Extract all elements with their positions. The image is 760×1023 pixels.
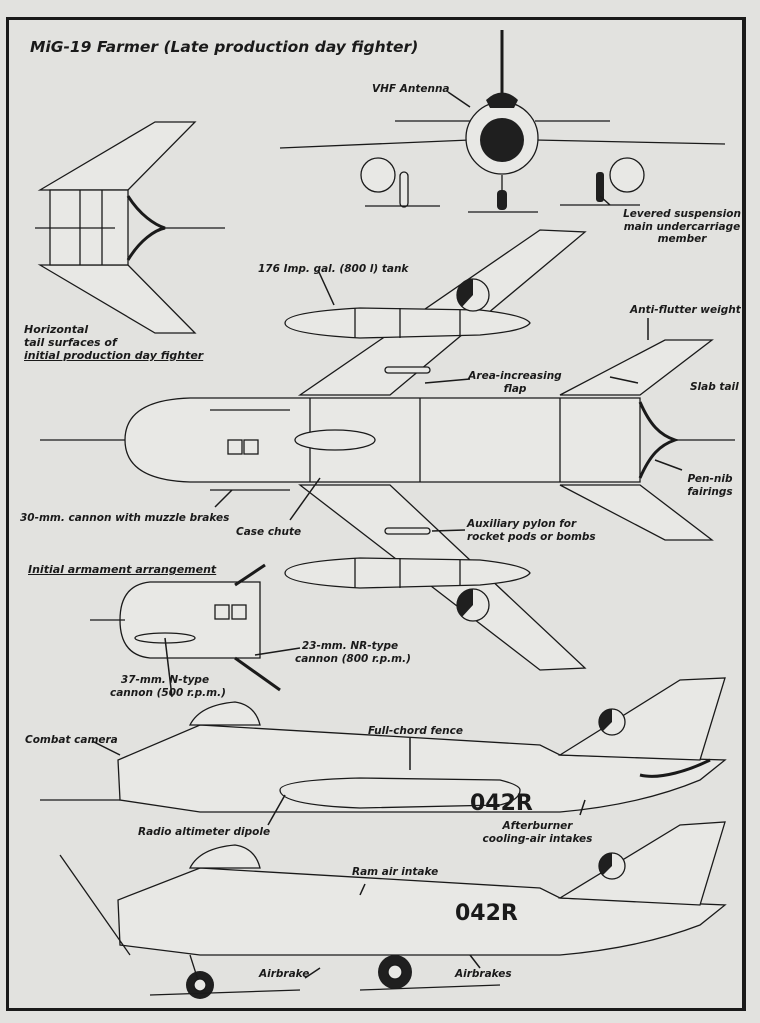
label-line: cooling-air intakes: [482, 832, 593, 845]
label-afterburner-intakes: Afterburner cooling-air intakes: [480, 820, 595, 845]
label-slab-tail: Slab tail: [690, 381, 739, 393]
drawing-title: MiG-19 Farmer (Late production day fight…: [30, 38, 419, 56]
serial-number-upper: 042R: [470, 791, 533, 816]
label-line: main undercarriage: [623, 220, 741, 233]
label-line: Area-increasing: [468, 370, 562, 382]
label-case-chute: Case chute: [236, 526, 302, 538]
label-line: Pen-nib: [687, 473, 733, 485]
label-line: Auxiliary pylon for: [467, 518, 577, 530]
label-anti-flutter-weight: Anti-flutter weight: [630, 304, 741, 316]
label-drop-tank: 176 Imp. gal. (800 l) tank: [258, 263, 409, 275]
label-23mm-cannon: 23-mm. NR-type cannon (800 r.p.m.): [295, 640, 411, 665]
tail-surfaces-drawing: [35, 121, 225, 334]
label-vhf-antenna: VHF Antenna: [372, 83, 450, 95]
leader-lines: [91, 91, 683, 979]
label-line: 23-mm. NR-type: [301, 640, 399, 652]
label-combat-camera: Combat camera: [25, 734, 118, 746]
label-pen-nib-fairings: Pen-nib fairings: [680, 473, 740, 498]
section-initial-armament: Initial armament arrangement: [28, 563, 217, 576]
label-levered-suspension: Levered suspension main undercarriage me…: [622, 208, 742, 246]
label-line: flap: [503, 382, 527, 395]
label-area-increasing-flap: Area-increasing flap: [465, 370, 565, 395]
serial-number-lower: 042R: [455, 901, 518, 926]
label-radio-altimeter-dipole: Radio altimeter dipole: [138, 826, 271, 838]
label-auxiliary-pylon: Auxiliary pylon for rocket pods or bombs: [467, 518, 596, 543]
section-line: initial production day fighter: [24, 349, 204, 362]
label-line: fairings: [687, 485, 733, 498]
label-line: cannon (500 r.p.m.): [110, 686, 226, 699]
side-view-upper-drawing: [40, 677, 727, 813]
label-line: Afterburner: [502, 820, 573, 832]
label-line: 37-mm. N-type: [120, 674, 210, 686]
label-airbrakes: Airbrakes: [455, 968, 512, 980]
label-airbrake: Airbrake: [259, 968, 310, 980]
initial-armament-drawing: [90, 563, 281, 692]
label-line: cannon (800 r.p.m.): [295, 652, 411, 665]
label-ram-air-intake: Ram air intake: [352, 866, 439, 878]
page-border: [6, 17, 746, 1011]
label-full-chord-fence: Full-chord fence: [368, 725, 463, 737]
side-view-lower-drawing: [59, 821, 727, 999]
label-line: Levered suspension: [623, 208, 741, 220]
label-line: member: [657, 233, 707, 245]
label-line: rocket pods or bombs: [467, 530, 596, 543]
label-30mm-cannon: 30-mm. cannon with muzzle brakes: [20, 512, 230, 524]
front-view-drawing: [279, 30, 726, 213]
section-line: Horizontal: [24, 323, 89, 336]
plan-view-drawing: [40, 229, 735, 671]
section-line: tail surfaces of: [24, 336, 117, 349]
label-37mm-cannon: 37-mm. N-type cannon (500 r.p.m.): [110, 674, 226, 699]
section-tail-surfaces: Horizontal tail surfaces of initial prod…: [24, 323, 203, 362]
